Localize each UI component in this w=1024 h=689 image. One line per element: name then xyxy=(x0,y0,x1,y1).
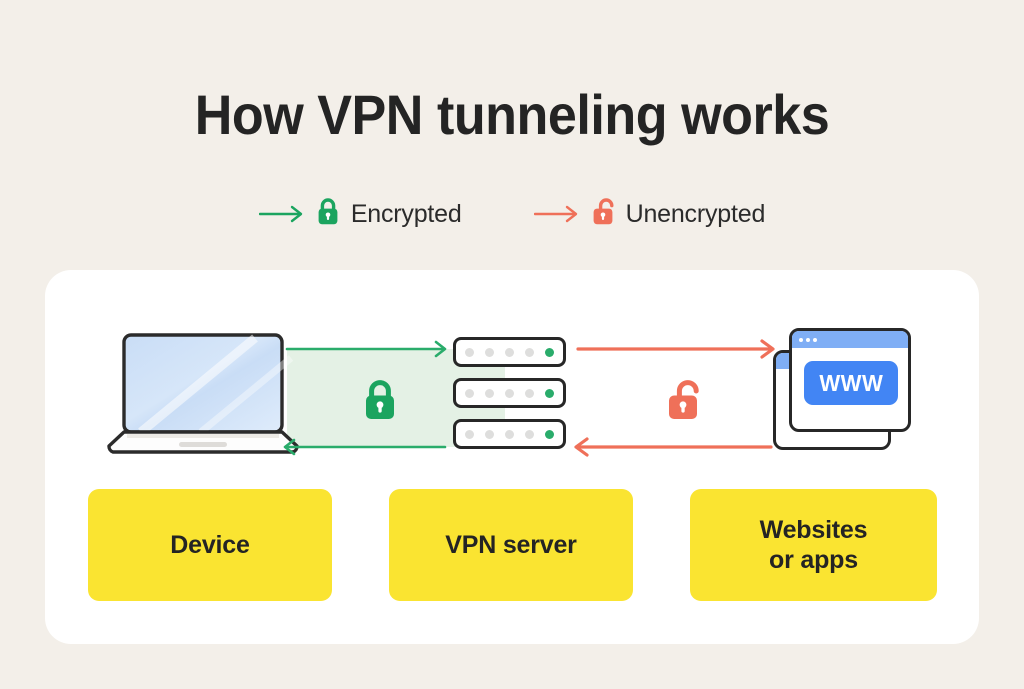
node-labels: Device VPN server Websites or apps xyxy=(45,489,979,601)
lock-closed-icon xyxy=(362,378,398,427)
server-dot xyxy=(525,347,534,357)
server-dot-active xyxy=(545,388,554,398)
window-dot-icon xyxy=(806,337,810,342)
server-dot xyxy=(505,347,514,357)
server-unit xyxy=(453,378,566,408)
label-websites-line2: or apps xyxy=(769,546,858,574)
arrow-websites-to-server xyxy=(574,437,773,457)
server-dot xyxy=(505,388,514,398)
label-device: Device xyxy=(88,489,332,601)
server-dot xyxy=(485,347,494,357)
server-unit xyxy=(453,419,566,449)
diagram-stage: WWW xyxy=(45,270,979,644)
arrow-server-to-websites xyxy=(576,339,775,359)
label-websites-or-apps: Websites or apps xyxy=(690,489,937,601)
browser-window-front: WWW xyxy=(789,328,911,432)
browser-titlebar xyxy=(792,331,908,348)
server-dot xyxy=(465,347,474,357)
arrow-right-icon xyxy=(533,204,580,224)
lock-open-icon xyxy=(665,378,701,427)
server-dot xyxy=(465,388,474,398)
window-dot-icon xyxy=(799,337,803,342)
server-dot xyxy=(485,429,494,439)
lock-closed-icon xyxy=(316,197,340,231)
legend-item-unencrypted: Unencrypted xyxy=(533,197,766,231)
legend-label-unencrypted: Unencrypted xyxy=(625,199,766,228)
label-vpn-server: VPN server xyxy=(389,489,633,601)
lock-open-icon xyxy=(591,197,615,231)
www-badge: WWW xyxy=(804,361,898,405)
laptop-icon xyxy=(105,332,301,459)
legend-label-encrypted: Encrypted xyxy=(350,199,462,228)
label-vpn-server-text: VPN server xyxy=(445,530,577,559)
www-label: WWW xyxy=(819,369,883,396)
server-unit xyxy=(453,337,566,367)
page-title: How VPN tunneling works xyxy=(194,83,830,146)
server-icon xyxy=(453,337,566,449)
server-dot-active xyxy=(545,347,554,357)
server-dot xyxy=(465,429,474,439)
diagram-card: WWW xyxy=(45,270,979,644)
server-dot xyxy=(485,388,494,398)
label-device-text: Device xyxy=(170,530,250,559)
server-dot xyxy=(525,388,534,398)
legend-item-encrypted: Encrypted xyxy=(258,197,462,231)
window-dot-icon xyxy=(813,337,817,342)
arrow-right-icon xyxy=(258,204,305,224)
server-dot-active xyxy=(545,429,554,439)
legend: Encrypted Unencrypted xyxy=(0,197,1024,231)
label-websites-line1: Websites xyxy=(759,515,868,544)
server-dot xyxy=(525,429,534,439)
label-websites-text: Websites or apps xyxy=(760,515,868,576)
server-dot xyxy=(505,429,514,439)
